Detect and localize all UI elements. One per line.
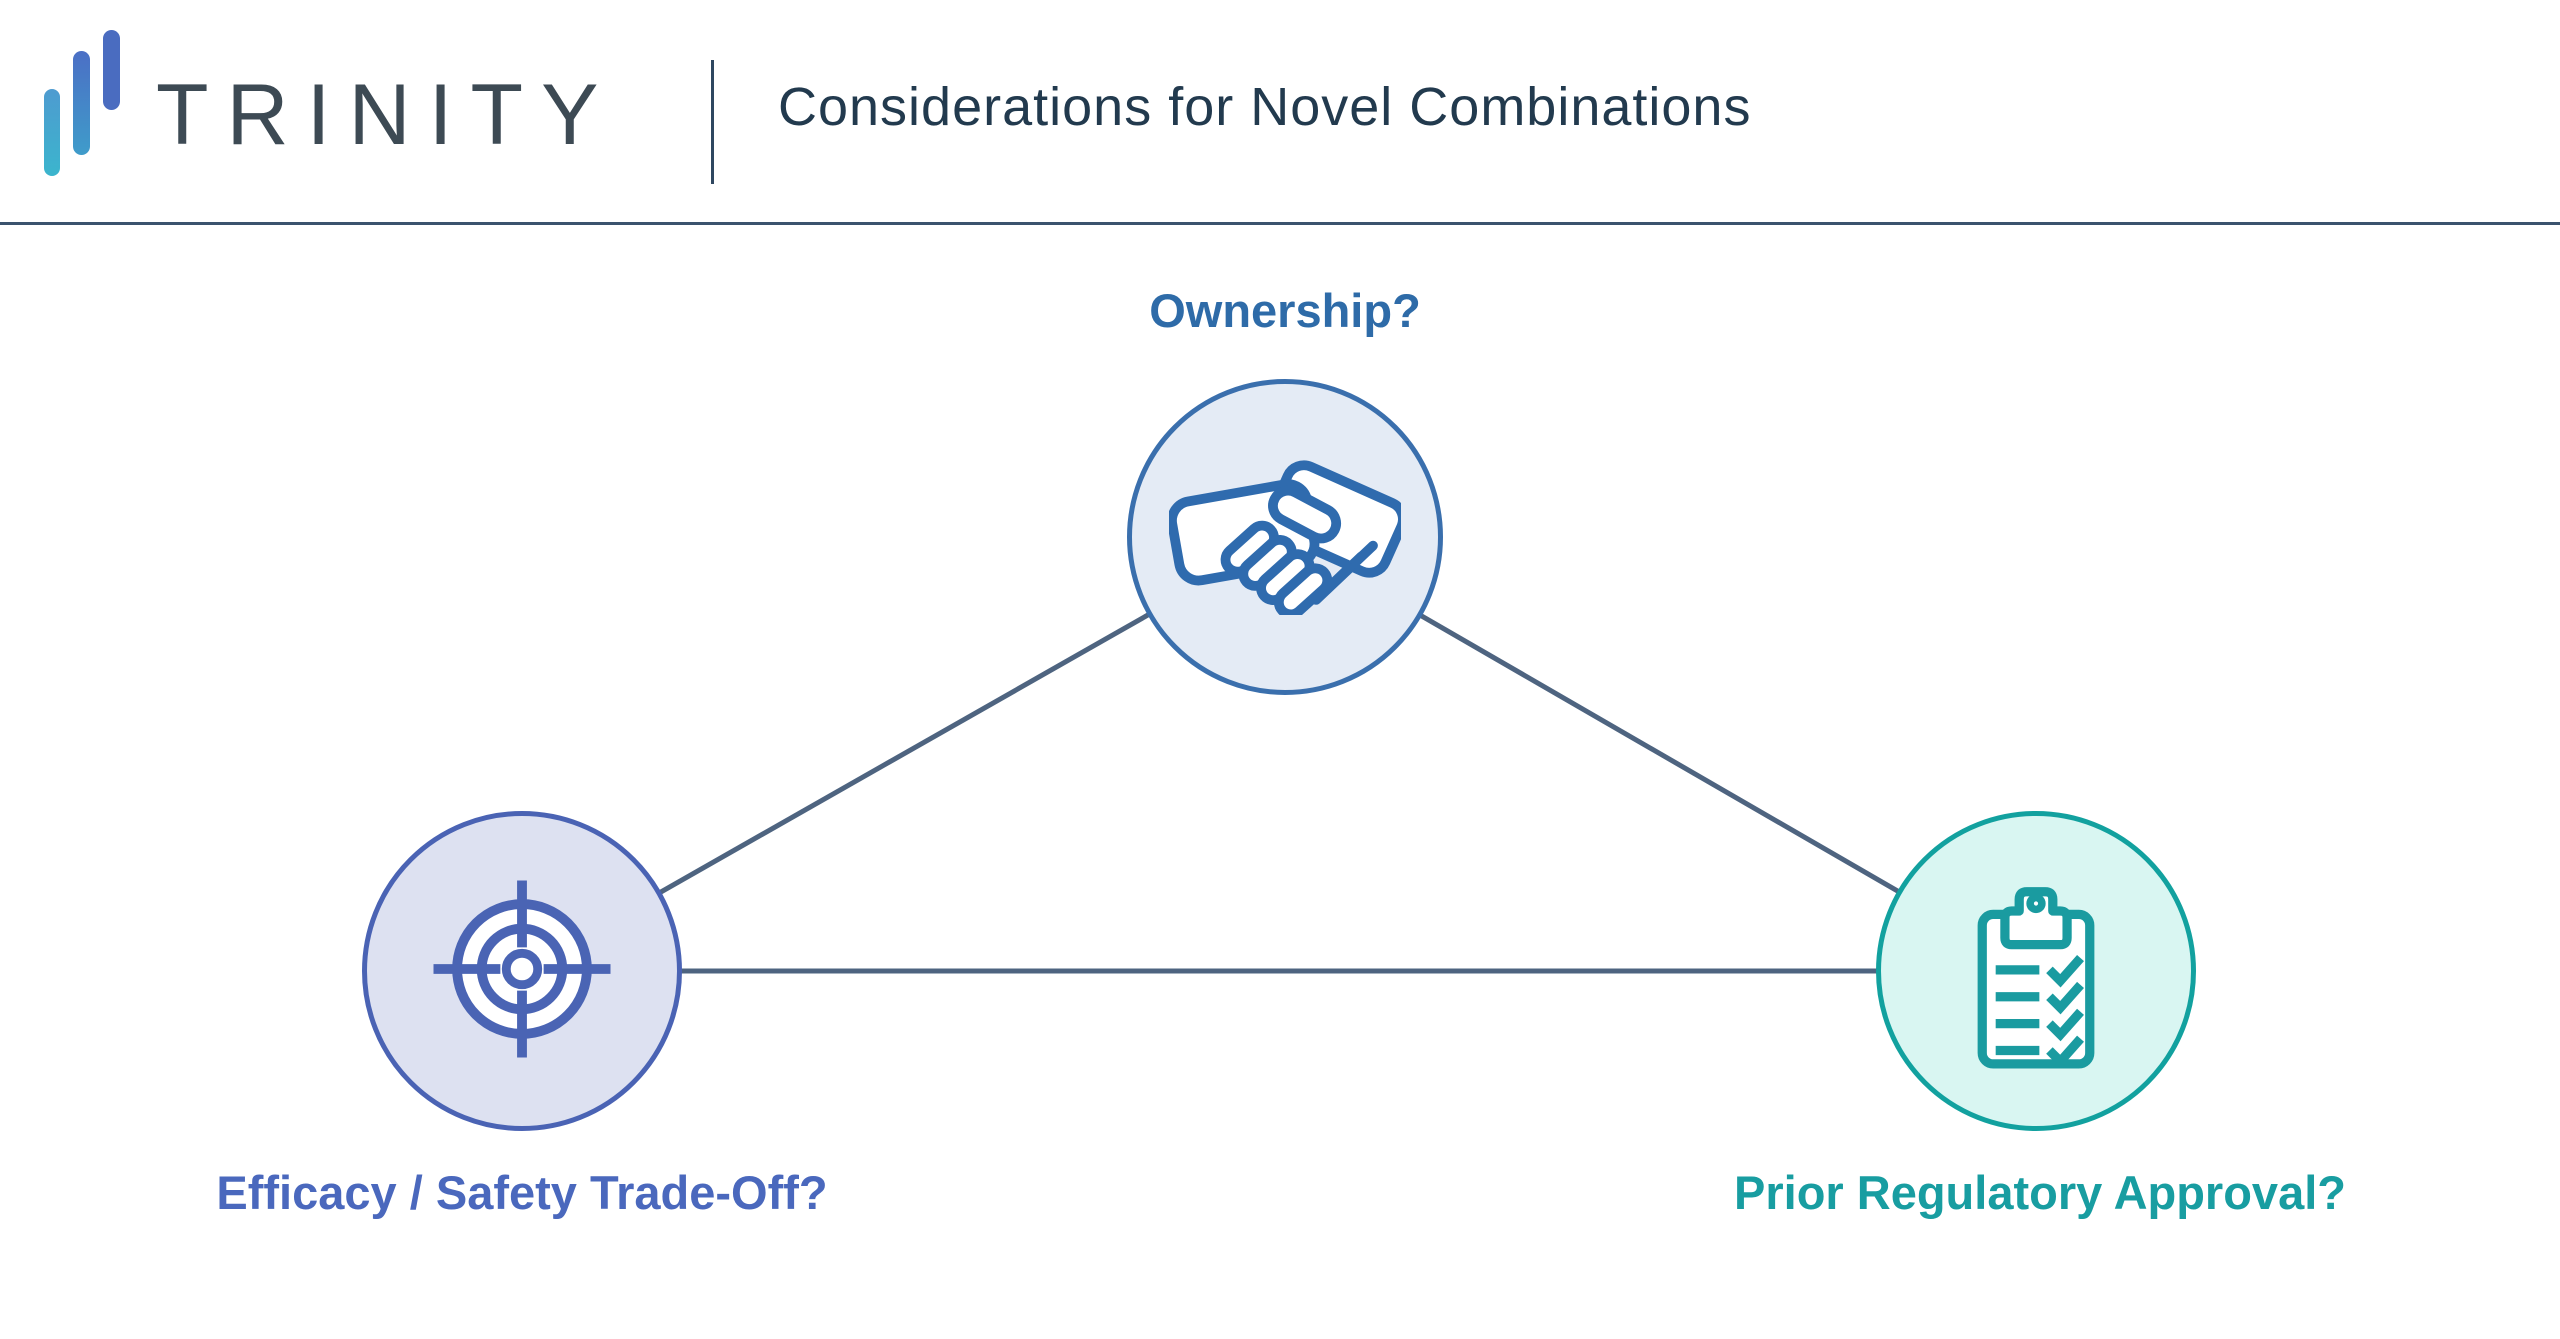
logo-bar-indigo bbox=[103, 30, 120, 110]
target-icon bbox=[404, 851, 640, 1092]
node-ownership bbox=[1127, 379, 1443, 695]
clipboard-checklist-icon bbox=[1952, 864, 2120, 1079]
handshake-icon bbox=[1167, 455, 1408, 620]
brand-name: TRINITY bbox=[156, 67, 617, 163]
node-label-prior-regulatory: Prior Regulatory Approval? bbox=[1734, 1166, 2346, 1219]
logo-bar-blue bbox=[73, 51, 90, 155]
node-label-ownership: Ownership? bbox=[1149, 284, 1421, 337]
node-efficacy-safety bbox=[362, 811, 682, 1131]
node-label-efficacy-safety: Efficacy / Safety Trade-Off? bbox=[216, 1166, 828, 1219]
header: TRINITY Considerations for Novel Combina… bbox=[0, 0, 2560, 225]
logo-bar-teal bbox=[44, 89, 60, 176]
node-prior-regulatory bbox=[1876, 811, 2196, 1131]
trinity-logo: TRINITY bbox=[0, 0, 700, 222]
header-divider bbox=[711, 60, 714, 184]
page-title: Considerations for Novel Combinations bbox=[778, 77, 1752, 137]
